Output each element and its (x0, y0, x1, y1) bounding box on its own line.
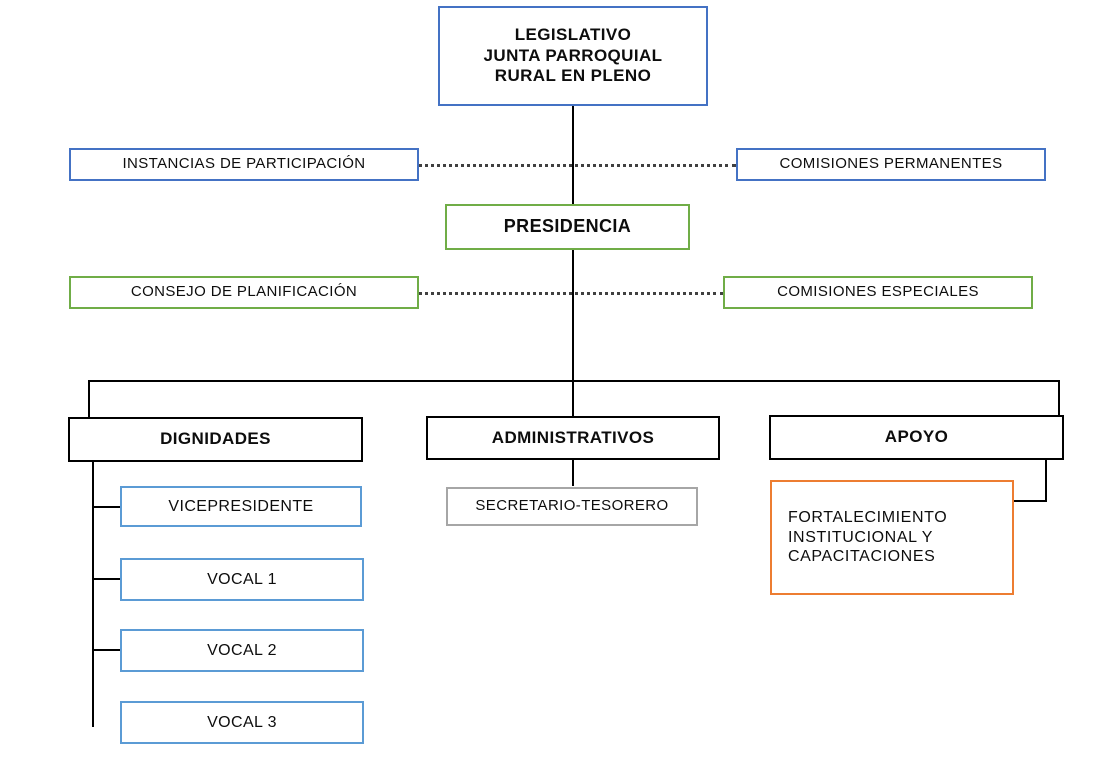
connector-bus-dignidades (88, 380, 90, 420)
connector-dotted-row-two (418, 292, 724, 295)
node-consejo-planificacion-label: CONSEJO DE PLANIFICACIÓN (130, 283, 358, 301)
node-administrativos-label: ADMINISTRATIVOS (491, 427, 655, 447)
node-comisiones-especiales-label: COMISIONES ESPECIALES (777, 283, 979, 301)
connector-dotted-row-one (418, 164, 736, 167)
node-legislativo-line2: JUNTA PARROQUIAL (483, 45, 663, 65)
node-fortalecimiento-line2: INSTITUCIONAL Y (788, 528, 934, 546)
node-legislativo-line3: RURAL EN PLENO (494, 66, 652, 86)
node-secretario-tesorero-label: SECRETARIO-TESORERO (475, 497, 669, 515)
node-fortalecimiento-line3: CAPACITACIONES (788, 548, 936, 566)
node-fortalecimiento-line1: FORTALECIMIENTO (788, 509, 948, 527)
connector-bus-administrativos (572, 380, 574, 416)
node-fortalecimiento-institucional-text: FORTALECIMIENTO INSTITUCIONAL Y CAPACITA… (772, 508, 1012, 567)
connector-stub-vocal1 (92, 578, 121, 580)
node-instancias-participacion[interactable]: INSTANCIAS DE PARTICIPACIÓN (69, 148, 419, 181)
connector-dignidades-spine (92, 462, 94, 727)
connector-legislativo-presidencia (572, 104, 574, 204)
node-presidencia[interactable]: PRESIDENCIA (445, 204, 690, 250)
node-comisiones-permanentes-label: COMISIONES PERMANENTES (779, 155, 1003, 173)
node-instancias-participacion-label: INSTANCIAS DE PARTICIPACIÓN (122, 155, 366, 173)
node-vicepresidente[interactable]: VICEPRESIDENTE (120, 486, 362, 527)
node-vocal-1-label: VOCAL 1 (207, 570, 277, 588)
connector-stub-vicepresidente (92, 506, 121, 508)
node-legislativo-line1: LEGISLATIVO (514, 24, 632, 44)
connector-main-bus (88, 380, 1060, 382)
node-apoyo[interactable]: APOYO (769, 415, 1064, 460)
node-apoyo-label: APOYO (884, 427, 949, 447)
node-vocal-3-label: VOCAL 3 (207, 713, 277, 731)
node-vicepresidente-label: VICEPRESIDENTE (168, 497, 314, 515)
connector-apoyo-spine (1045, 460, 1047, 502)
connector-presidencia-bus (572, 250, 574, 382)
node-vocal-2-label: VOCAL 2 (207, 641, 277, 659)
node-secretario-tesorero[interactable]: SECRETARIO-TESORERO (446, 487, 698, 526)
node-vocal-1[interactable]: VOCAL 1 (120, 558, 364, 601)
node-dignidades[interactable]: DIGNIDADES (68, 417, 363, 462)
node-consejo-planificacion[interactable]: CONSEJO DE PLANIFICACIÓN (69, 276, 419, 309)
node-administrativos[interactable]: ADMINISTRATIVOS (426, 416, 720, 460)
connector-stub-vocal2 (92, 649, 121, 651)
node-comisiones-permanentes[interactable]: COMISIONES PERMANENTES (736, 148, 1046, 181)
node-legislativo-text: LEGISLATIVO JUNTA PARROQUIAL RURAL EN PL… (440, 25, 706, 87)
node-legislativo[interactable]: LEGISLATIVO JUNTA PARROQUIAL RURAL EN PL… (438, 6, 708, 106)
node-dignidades-label: DIGNIDADES (160, 429, 271, 449)
node-presidencia-label: PRESIDENCIA (503, 216, 632, 237)
node-comisiones-especiales[interactable]: COMISIONES ESPECIALES (723, 276, 1033, 309)
node-vocal-2[interactable]: VOCAL 2 (120, 629, 364, 672)
connector-administrativos-secretario (572, 460, 574, 486)
node-vocal-3[interactable]: VOCAL 3 (120, 701, 364, 744)
connector-bus-apoyo (1058, 380, 1060, 416)
node-fortalecimiento-institucional[interactable]: FORTALECIMIENTO INSTITUCIONAL Y CAPACITA… (770, 480, 1014, 595)
connector-apoyo-fortalecimiento (1014, 500, 1047, 502)
